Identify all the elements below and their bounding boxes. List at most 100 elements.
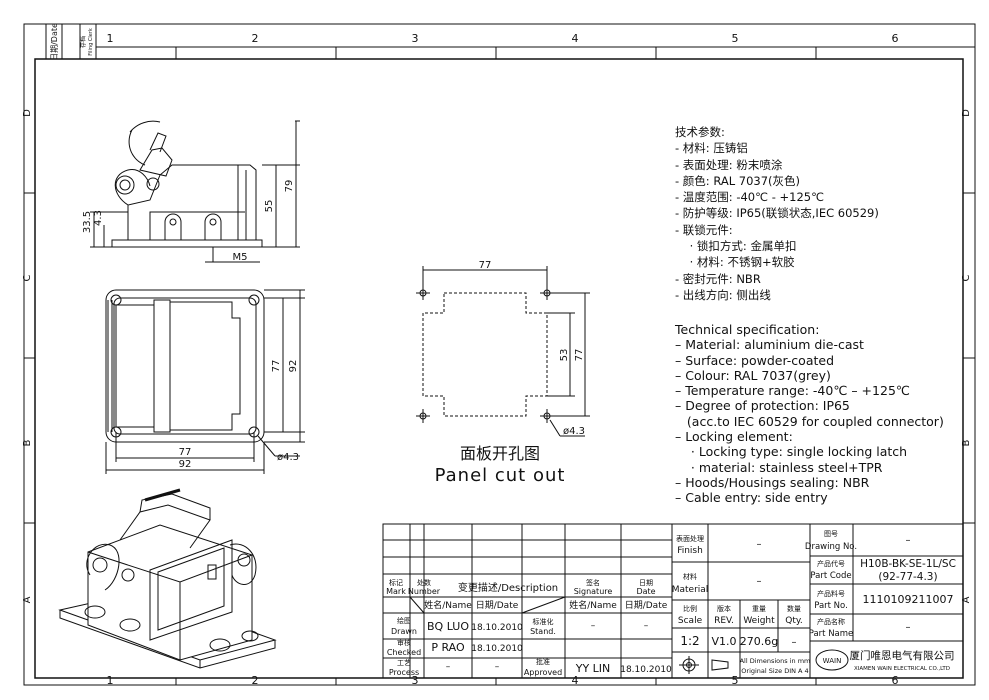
spec-en-line: (acc.to IEC 60529 for coupled connector) xyxy=(675,413,944,429)
tb-checked: 审核 xyxy=(397,638,411,647)
tb-scale-val: 1:2 xyxy=(680,634,699,648)
tb-company-en: XIAMEN WAIN ELECTRICAL CO.,LTD xyxy=(854,666,950,672)
spec-cn-line: - 联锁元件: xyxy=(675,222,733,237)
side-view xyxy=(90,120,300,263)
tb-qty: 数量 xyxy=(787,604,801,613)
tb-date-en: Date xyxy=(636,587,655,596)
dim-side-33-5: 33.5 xyxy=(82,211,93,233)
tb-approved-en: Approved xyxy=(524,668,562,677)
column-marker: 3 xyxy=(412,32,419,45)
wain-logo-icon xyxy=(815,649,849,671)
tb-name-hdr: 姓名/Name xyxy=(424,599,472,611)
spec-cn-line: · 锁扣方式: 金属单扣 xyxy=(675,239,797,254)
dim-top-hole: ø4.3 xyxy=(277,452,299,463)
row-marker: B xyxy=(961,439,972,446)
tb-mark-en: Mark xyxy=(386,587,406,596)
tb-part-name-en: Part Name xyxy=(809,629,854,639)
row-marker: B xyxy=(22,439,33,446)
tb-rev-en: REV. xyxy=(714,616,734,626)
column-marker: 5 xyxy=(732,674,739,687)
tb-drawing-no-en: Drawing No. xyxy=(805,542,857,552)
tb-signature-en: Signature xyxy=(574,587,613,596)
column-marker: 2 xyxy=(252,674,259,687)
tb-weight-en: Weight xyxy=(743,616,775,626)
tb-name-hdr-2: 姓名/Name xyxy=(569,599,617,611)
spec-cn-line: 技术参数: xyxy=(675,125,725,139)
spec-cn-line: - 防护等级: IP65(联锁状态,IEC 60529) xyxy=(675,206,879,221)
tb-qty-en: Qty. xyxy=(785,616,803,626)
tb-drawn-date: 18.10.2010 xyxy=(471,623,523,633)
spec-en-line: · Locking type: single locking latch xyxy=(675,444,908,460)
tb-signature: 签名 xyxy=(586,578,600,587)
spec-cn-line: · 材料: 不锈钢+软胶 xyxy=(675,255,795,270)
panel-cutout-title-en: Panel cut out xyxy=(434,465,566,486)
tb-drawing-no-val: – xyxy=(906,535,911,546)
tb-approved: 批准 xyxy=(536,657,550,666)
tb-scale-en: Scale xyxy=(678,616,703,626)
spec-en-line: – Cable entry: side entry xyxy=(675,490,828,506)
spec-en-line: – Surface: powder-coated xyxy=(675,352,835,368)
tb-description: 变更描述/Description xyxy=(458,581,558,594)
dim-top-77: 77 xyxy=(271,360,282,373)
tb-part-no: 产品料号 xyxy=(817,589,845,598)
column-marker: 4 xyxy=(572,32,579,45)
top-view xyxy=(105,289,305,474)
column-marker: 6 xyxy=(892,674,899,687)
tb-process: 工艺 xyxy=(397,659,411,667)
row-marker: A xyxy=(961,596,972,603)
tb-rev: 版本 xyxy=(717,604,731,613)
tb-part-no-val: 1110109211007 xyxy=(863,593,954,606)
row-marker: D xyxy=(22,109,33,117)
dim-top-92: 92 xyxy=(288,360,299,373)
outer-border xyxy=(23,23,976,686)
dim-side-4-3: 4.3 xyxy=(93,210,104,226)
tb-drawn-name: BQ LUO xyxy=(427,620,469,633)
spec-cn-line: - 出线方向: 侧出线 xyxy=(675,287,771,302)
spec-cn-line: - 密封元件: NBR xyxy=(675,271,761,286)
panel-cutout-title-cn: 面板开孔图 xyxy=(459,444,540,463)
tb-finish-val: – xyxy=(757,539,762,550)
tb-rev-val: V1.0 xyxy=(711,635,736,648)
tb-part-code: 产品代号 xyxy=(817,559,845,568)
tb-date-hdr: 日期/Date xyxy=(476,600,519,611)
spec-en-line: · material: stainless steel+TPR xyxy=(675,459,883,475)
tb-finish-en: Finish xyxy=(677,546,703,556)
isometric-view xyxy=(58,488,277,669)
dim-top-bottom-77: 77 xyxy=(179,447,192,458)
panel-cutout xyxy=(416,266,590,437)
tb-checked-en: Checked xyxy=(387,648,421,657)
tb-checked-date: 18.10.2010 xyxy=(471,644,523,654)
spec-en-line: – Locking element: xyxy=(675,429,793,445)
tb-material-en: Material xyxy=(672,585,709,595)
tb-stand: 标准化 xyxy=(533,617,554,626)
row-marker: D xyxy=(961,109,972,117)
spec-en-line: – Hoods/Housings sealing: NBR xyxy=(675,474,870,490)
tb-date: 日期 xyxy=(639,579,653,587)
tb-qty-val: – xyxy=(792,637,797,648)
spec-en-line: – Colour: RAL 7037(grey) xyxy=(675,367,831,383)
tb-weight: 重量 xyxy=(752,605,766,613)
tb-date-hdr-2: 日期/Date xyxy=(625,600,668,611)
tb-part-name-val: – xyxy=(906,622,911,633)
tb-checked-name: P RAO xyxy=(431,641,465,654)
tb-logo: WAIN xyxy=(823,657,842,665)
tb-part-code-en: Part Code xyxy=(810,571,851,581)
tb-part-name: 产品名称 xyxy=(817,617,845,626)
column-marker: 6 xyxy=(892,32,899,45)
tb-part-code-val1: H10B-BK-SE-1L/SC xyxy=(860,558,956,570)
tb-stand-en: Stand. xyxy=(530,627,556,636)
column-marker: 5 xyxy=(732,32,739,45)
tb-material: 材料 xyxy=(683,572,697,581)
tb-mark: 标记 xyxy=(389,578,403,587)
spec-cn-line: - 颜色: RAL 7037(灰色) xyxy=(675,173,801,188)
spec-en-line: – Material: aluminium die-cast xyxy=(675,337,864,353)
tb-approved-date: 18.10.2010 xyxy=(620,665,672,675)
tb-part-code-val2: (92-77-4.3) xyxy=(878,571,937,583)
row-marker: C xyxy=(961,274,972,281)
tb-process-en: Process xyxy=(389,668,419,677)
dim-cut-hole: ø4.3 xyxy=(563,426,585,437)
row-marker: C xyxy=(22,274,33,281)
